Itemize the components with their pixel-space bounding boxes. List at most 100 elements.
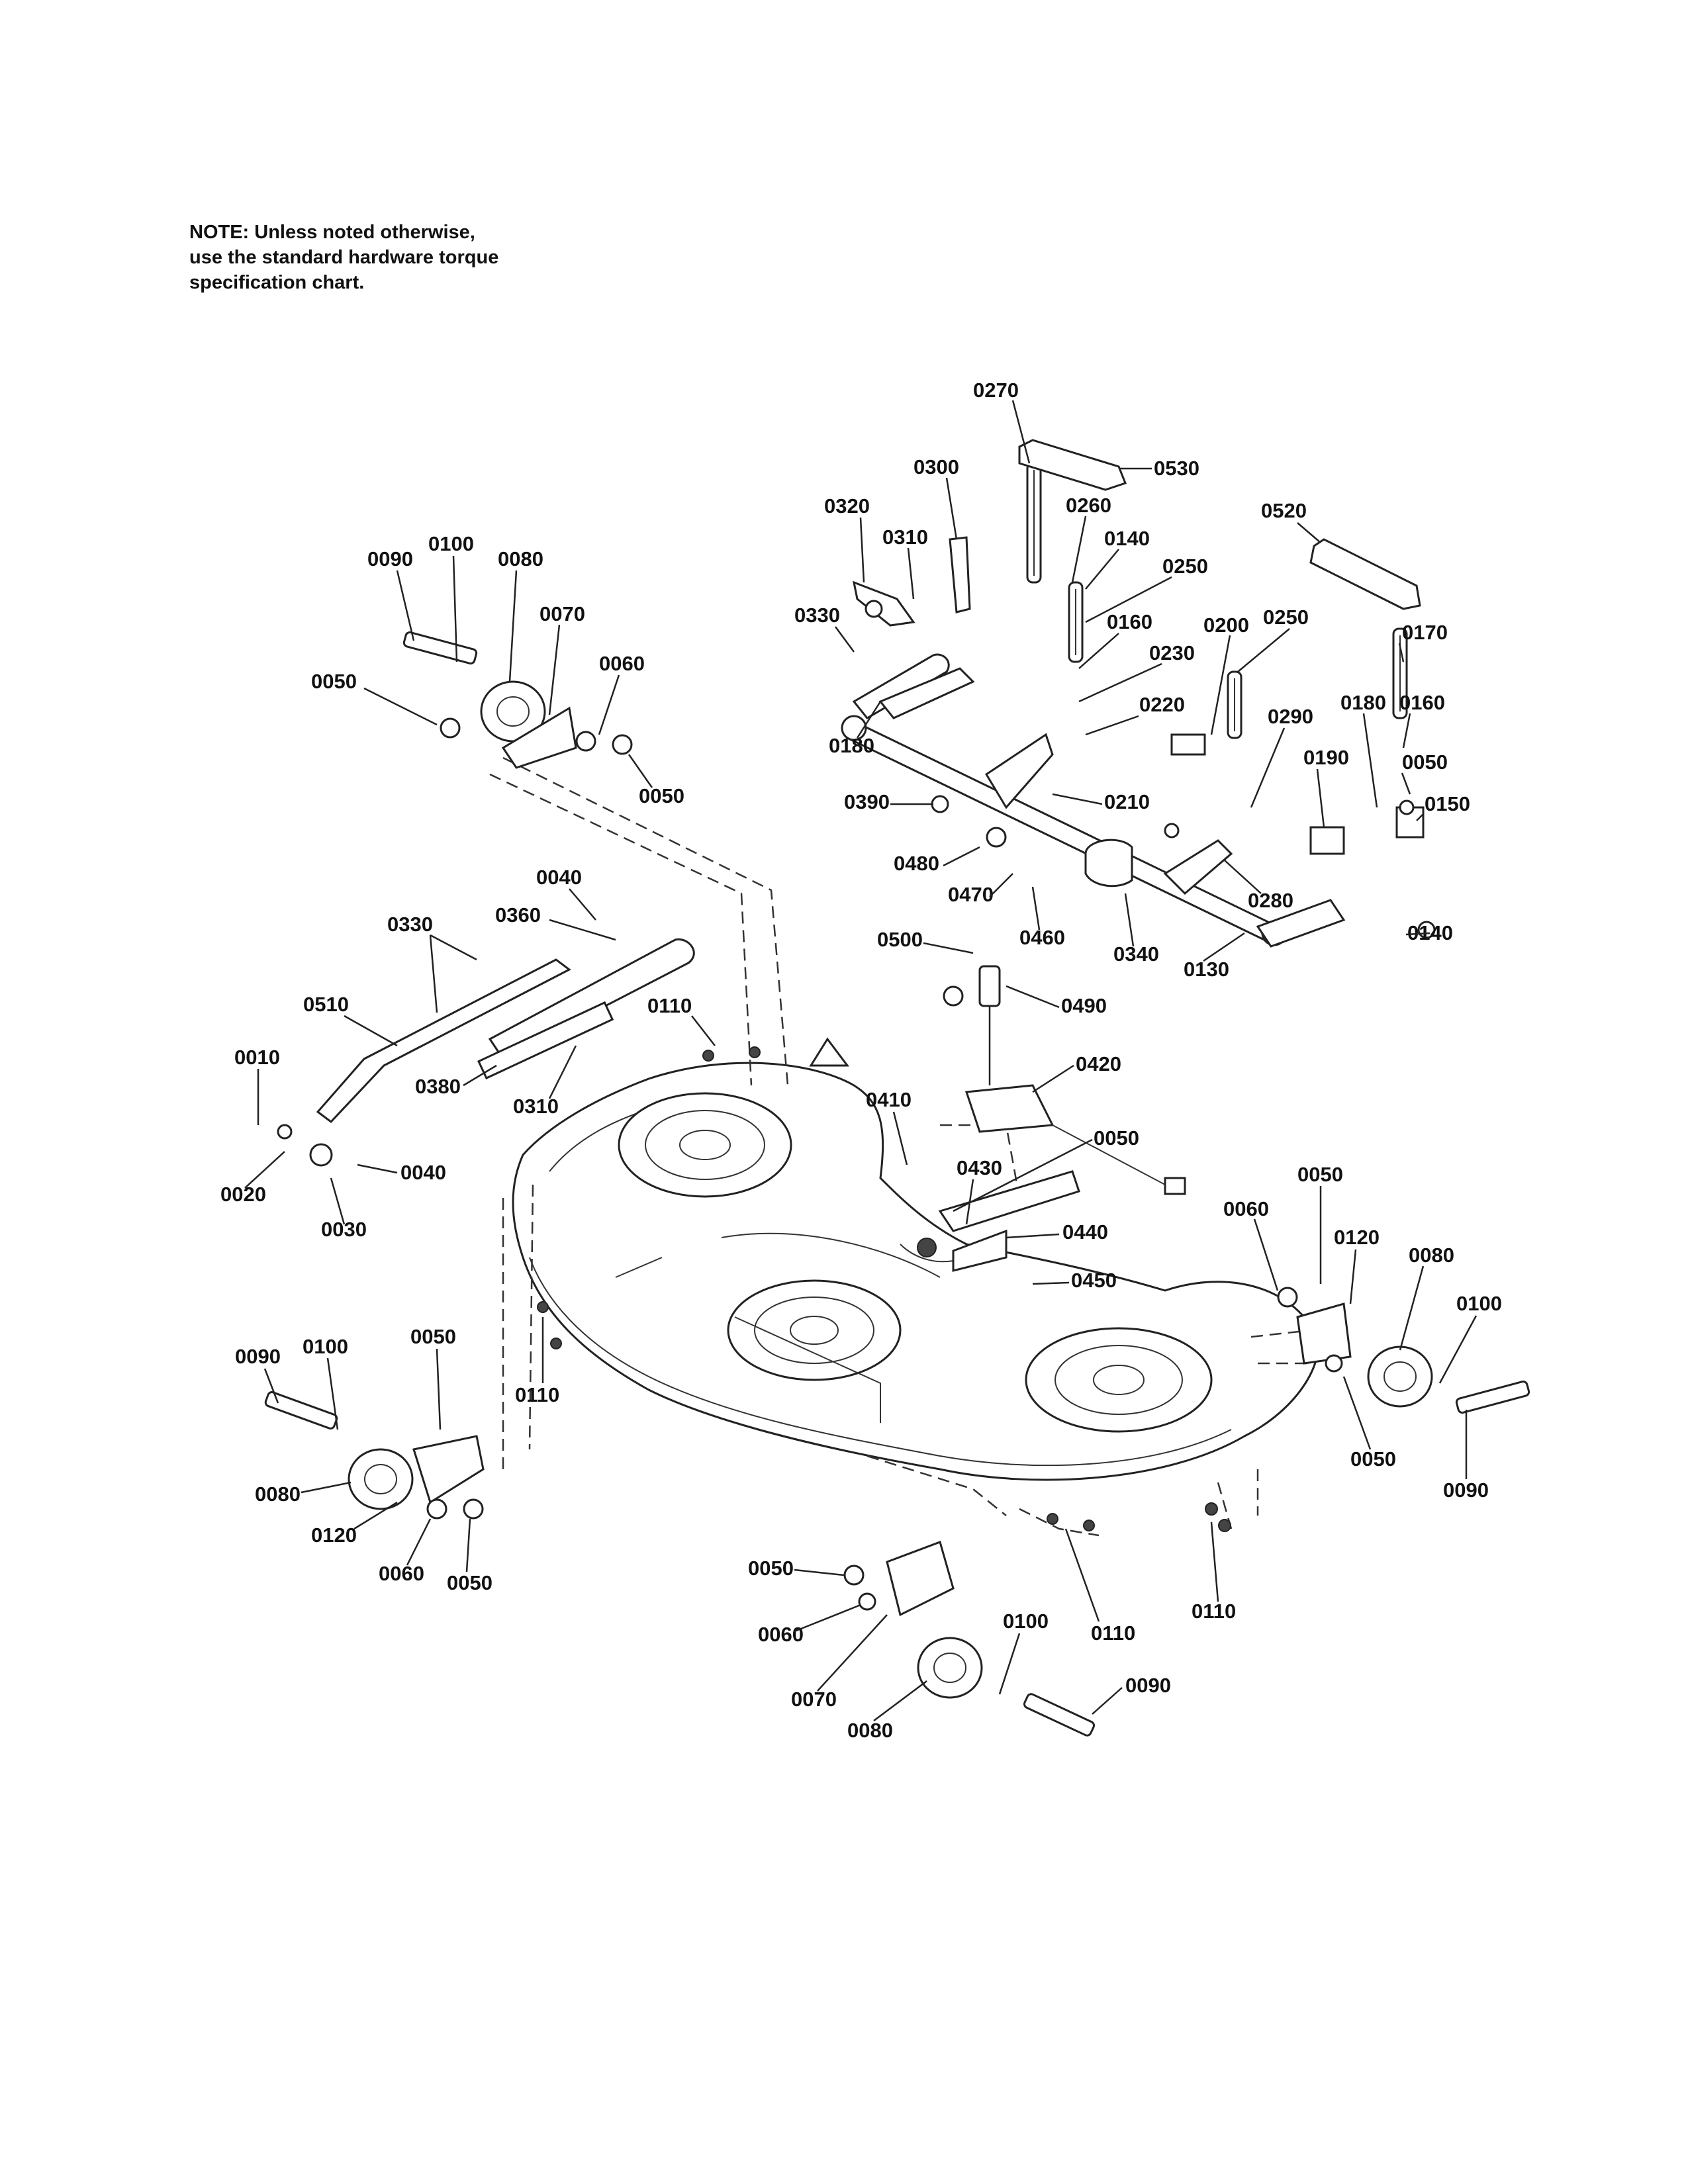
callout-0160: 0160 [1399, 691, 1445, 714]
callout-0060: 0060 [1223, 1197, 1269, 1220]
callout-0160: 0160 [1107, 610, 1152, 633]
callout-0060: 0060 [379, 1562, 424, 1585]
callout-0190: 0190 [1303, 746, 1349, 769]
hardware-bolts [537, 600, 1436, 1532]
callout-0050: 0050 [639, 784, 684, 807]
callout-0050: 0050 [1094, 1126, 1139, 1150]
callout-0310: 0310 [513, 1095, 559, 1118]
callout-0450: 0450 [1071, 1269, 1117, 1292]
callout-0230: 0230 [1149, 641, 1195, 664]
callout-0440: 0440 [1062, 1220, 1108, 1244]
lift-shaft-assembly [841, 653, 1346, 948]
callout-0410: 0410 [866, 1088, 912, 1111]
callout-0210: 0210 [1104, 790, 1150, 813]
callout-0070: 0070 [791, 1688, 837, 1711]
callout-0120: 0120 [1334, 1226, 1380, 1249]
note-line: NOTE: Unless noted otherwise, [189, 222, 475, 243]
callout-0080: 0080 [255, 1482, 301, 1506]
callout-0090: 0090 [1125, 1674, 1171, 1697]
callout-0360: 0360 [495, 903, 541, 927]
callout-0140: 0140 [1407, 921, 1453, 944]
callout-0180: 0180 [829, 734, 874, 757]
callout-0050: 0050 [1350, 1447, 1396, 1471]
callout-labels: 0270 0530 0300 0320 0310 0260 0140 0250 … [220, 379, 1502, 1742]
callout-0140: 0140 [1104, 527, 1150, 550]
callout-0200: 0200 [1203, 614, 1249, 637]
callout-0110: 0110 [1192, 1600, 1236, 1623]
callout-0500: 0500 [877, 928, 923, 951]
alignment-lines [489, 756, 1311, 1537]
gauge-wheel-right [1277, 1287, 1530, 1414]
callout-0300: 0300 [914, 455, 959, 478]
callout-0470: 0470 [948, 883, 994, 906]
callout-0100: 0100 [303, 1335, 348, 1358]
callout-0050: 0050 [311, 670, 357, 693]
leader-lines [244, 400, 1477, 1721]
callout-0080: 0080 [498, 547, 543, 570]
callout-0510: 0510 [303, 993, 349, 1016]
callout-0090: 0090 [235, 1345, 281, 1368]
callout-0070: 0070 [539, 602, 585, 625]
callout-0110: 0110 [647, 994, 692, 1017]
deck-lift-motor [964, 965, 1186, 1195]
callout-0250: 0250 [1162, 555, 1208, 578]
callout-0100: 0100 [1456, 1292, 1502, 1315]
callout-0100: 0100 [1003, 1610, 1049, 1633]
callout-0110: 0110 [515, 1383, 559, 1406]
callout-0100: 0100 [428, 532, 474, 555]
gauge-wheel-bottom-left [264, 1391, 485, 1520]
callout-0250: 0250 [1263, 606, 1309, 629]
callout-0050: 0050 [748, 1557, 794, 1580]
callout-0110: 0110 [1091, 1621, 1135, 1645]
callout-0050: 0050 [1297, 1163, 1343, 1186]
callout-0080: 0080 [1409, 1244, 1454, 1267]
callout-0280: 0280 [1248, 889, 1293, 912]
callout-0120: 0120 [311, 1524, 357, 1547]
gauge-wheel-top-left [402, 631, 633, 769]
callout-0530: 0530 [1154, 457, 1199, 480]
callout-0380: 0380 [415, 1075, 461, 1098]
note-line: specification chart. [189, 272, 365, 293]
lift-chains [1026, 462, 1408, 739]
callout-0050: 0050 [447, 1571, 492, 1594]
callout-0080: 0080 [847, 1719, 893, 1742]
mower-deck-housing [512, 1037, 1319, 1481]
callout-0060: 0060 [758, 1623, 804, 1646]
callout-0420: 0420 [1076, 1052, 1121, 1075]
callout-0260: 0260 [1066, 494, 1111, 517]
callout-0390: 0390 [844, 790, 890, 813]
note-line: use the standard hardware torque [189, 247, 499, 268]
callout-0220: 0220 [1139, 693, 1185, 716]
callout-0130: 0130 [1184, 958, 1229, 981]
callout-0460: 0460 [1019, 926, 1065, 949]
torque-note: NOTE: Unless noted otherwise, use the st… [189, 220, 653, 295]
callout-0270: 0270 [973, 379, 1019, 402]
callout-0480: 0480 [894, 852, 939, 875]
callout-0310: 0310 [882, 525, 928, 549]
callout-0520: 0520 [1261, 499, 1307, 522]
callout-0180: 0180 [1340, 691, 1386, 714]
callout-0060: 0060 [599, 652, 645, 675]
callout-0050: 0050 [410, 1325, 456, 1348]
brackets-top [852, 439, 1425, 855]
callout-0090: 0090 [367, 547, 413, 570]
deck-level-arm [277, 938, 695, 1167]
callout-0340: 0340 [1113, 942, 1159, 966]
callout-0290: 0290 [1268, 705, 1313, 728]
gauge-wheel-bottom-center [843, 1541, 1096, 1737]
front-bracket [938, 1170, 1080, 1272]
callout-0050: 0050 [1402, 751, 1448, 774]
callout-0490: 0490 [1061, 994, 1107, 1017]
callout-0090: 0090 [1443, 1479, 1489, 1502]
callout-0330: 0330 [387, 913, 433, 936]
callout-0150: 0150 [1425, 792, 1470, 815]
callout-0320: 0320 [824, 494, 870, 518]
callout-0040: 0040 [400, 1161, 446, 1184]
callout-0020: 0020 [220, 1183, 266, 1206]
callout-0040: 0040 [536, 866, 582, 889]
callout-0010: 0010 [234, 1046, 280, 1069]
callout-0170: 0170 [1402, 621, 1448, 644]
callout-0430: 0430 [957, 1156, 1002, 1179]
callout-0330: 0330 [794, 604, 840, 627]
